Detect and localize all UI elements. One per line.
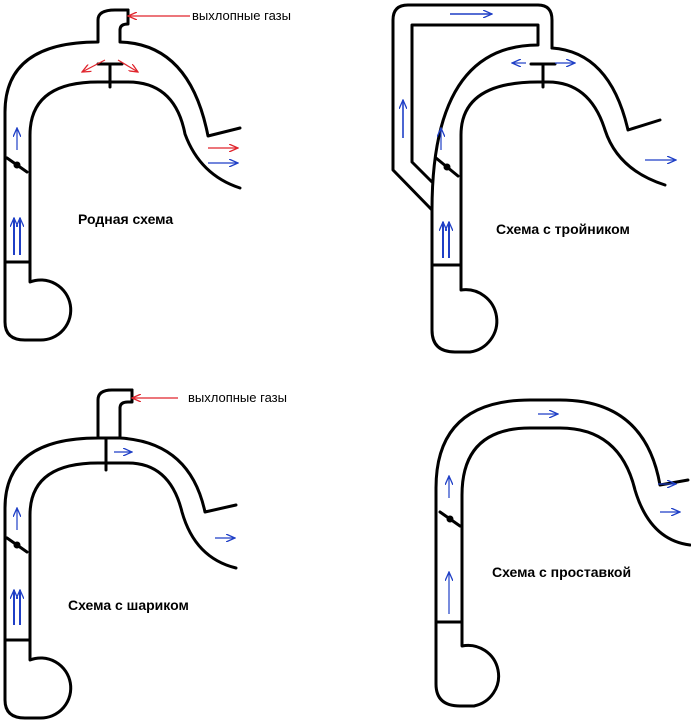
scheme-title: Схема с тройником: [496, 221, 630, 237]
exhaust-gas-note: выхлопные газы: [192, 8, 291, 23]
scheme-native: выхлопные газы Родная схема: [3, 8, 291, 342]
pipe-outline: [391, 3, 667, 354]
scheme-ball: выхлопные газы Схема с шариком: [3, 388, 287, 720]
scheme-spacer: Схема с проставкой: [434, 398, 691, 708]
flow-arrows: [403, 14, 676, 258]
scheme-title: Родная схема: [78, 211, 173, 227]
flow-arrows: [14, 16, 238, 255]
scheme-title: Схема с шариком: [68, 597, 189, 613]
flow-arrows: [14, 398, 235, 625]
scheme-tee: Схема с тройником: [391, 3, 676, 354]
scheme-title: Схема с проставкой: [492, 564, 631, 580]
pipe-outline: [3, 388, 238, 720]
flow-arrows: [449, 414, 680, 614]
exhaust-gas-note: выхлопные газы: [188, 390, 287, 405]
pipe-outline: [3, 8, 242, 342]
pipe-outline: [434, 398, 691, 708]
